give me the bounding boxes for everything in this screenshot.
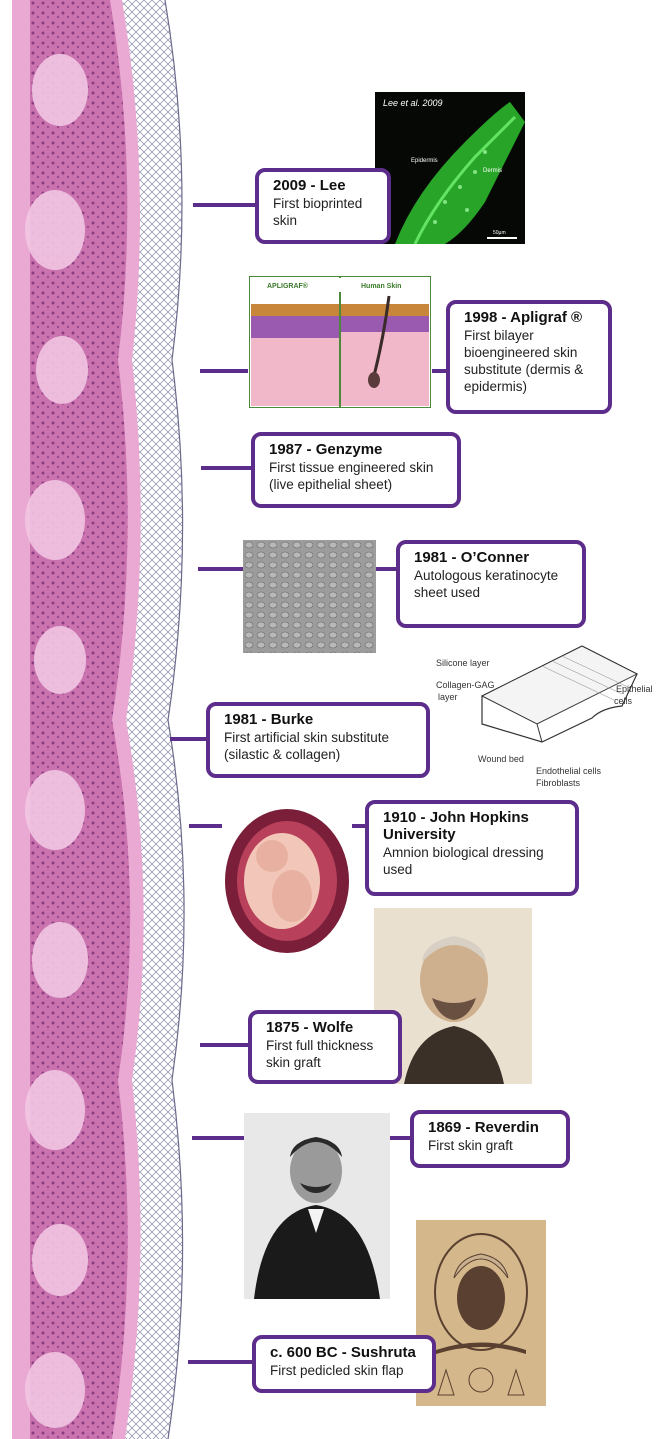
event-box-apligraf: 1998 - Apligraf ® First bilayer bioengin… [446,300,612,414]
fetus-in-amnion-illustration [222,806,352,956]
event-box-genzyme: 1987 - Genzyme First tissue engineered s… [251,432,461,508]
connector-line [170,737,208,741]
label-dermis: Dermis [483,168,502,174]
connector-line [198,567,244,571]
portrait-reverdin [244,1113,390,1299]
scale-bar-label: 50µm [493,230,506,236]
event-description: Autologous keratinocyte sheet used [414,567,572,601]
event-box-wolfe: 1875 - Wolfe First full thickness skin g… [248,1010,402,1084]
event-title: 1987 - Genzyme [269,441,447,458]
label-endothelial: Endothelial cells [536,766,602,776]
connector-line [200,1043,250,1047]
event-title: 1981 - O’Conner [414,549,572,566]
event-title: 1869 - Reverdin [428,1119,556,1136]
event-title: c. 600 BC - Sushruta [270,1344,422,1361]
event-description: First bilayer bioengineered skin substit… [464,327,598,395]
event-box-sushruta: c. 600 BC - Sushruta First pedicled skin… [252,1335,436,1393]
label-silicone: Silicone layer [436,658,490,668]
event-title: 1998 - Apligraf ® [464,309,598,326]
label-human-skin: Human Skin [361,283,401,290]
event-box-oconner: 1981 - O’Conner Autologous keratinocyte … [396,540,586,628]
event-title: 2009 - Lee [273,177,377,194]
event-description: First pedicled skin flap [270,1362,422,1379]
event-box-reverdin: 1869 - Reverdin First skin graft [410,1110,570,1168]
connector-line [193,203,257,207]
label-epithelial: Epithelial [616,684,653,694]
caption-lee: Lee et al. 2009 [383,98,443,108]
connector-line [200,369,248,373]
label-epidermis: Epidermis [411,158,438,164]
event-description: Amnion biological dressing used [383,844,565,878]
event-description: First tissue engineered skin (live epith… [269,459,447,493]
connector-line [192,1136,244,1140]
event-description: First bioprinted skin [273,195,377,229]
bioprinted-skin-micrograph: Lee et al. 2009 Epidermis Dermis 50µm [375,92,525,244]
apligraf-vs-human-skin-illustration: APLIGRAF® Human Skin [249,276,431,408]
label-collagen-2: layer [438,692,458,702]
event-title: 1875 - Wolfe [266,1019,388,1036]
keratinocyte-sheet-micrograph [243,540,376,653]
event-title: 1981 - Burke [224,711,416,728]
event-box-burke: 1981 - Burke First artificial skin subst… [206,702,430,778]
connector-line [201,466,253,470]
connector-line [376,567,398,571]
connector-line [390,1136,412,1140]
event-description: First full thickness skin graft [266,1037,388,1071]
skin-tissue-section [0,0,200,1439]
event-description: First skin graft [428,1137,556,1154]
event-box-john-hopkins: 1910 - John Hopkins University Amnion bi… [365,800,579,896]
connector-line [188,1360,254,1364]
label-wound-bed: Wound bed [478,754,524,764]
event-box-lee: 2009 - Lee First bioprinted skin [255,168,391,244]
label-fibroblasts: Fibroblasts [536,778,581,788]
label-collagen: Collagen-GAG [436,680,495,690]
label-epithelial-2: cells [614,696,633,706]
label-apligraf: APLIGRAF® [267,282,309,290]
artificial-skin-diagram: Silicone layer Collagen-GAG layer Epithe… [432,636,658,794]
event-title: 1910 - John Hopkins University [383,809,565,843]
event-description: First artificial skin substitute (silast… [224,729,416,763]
